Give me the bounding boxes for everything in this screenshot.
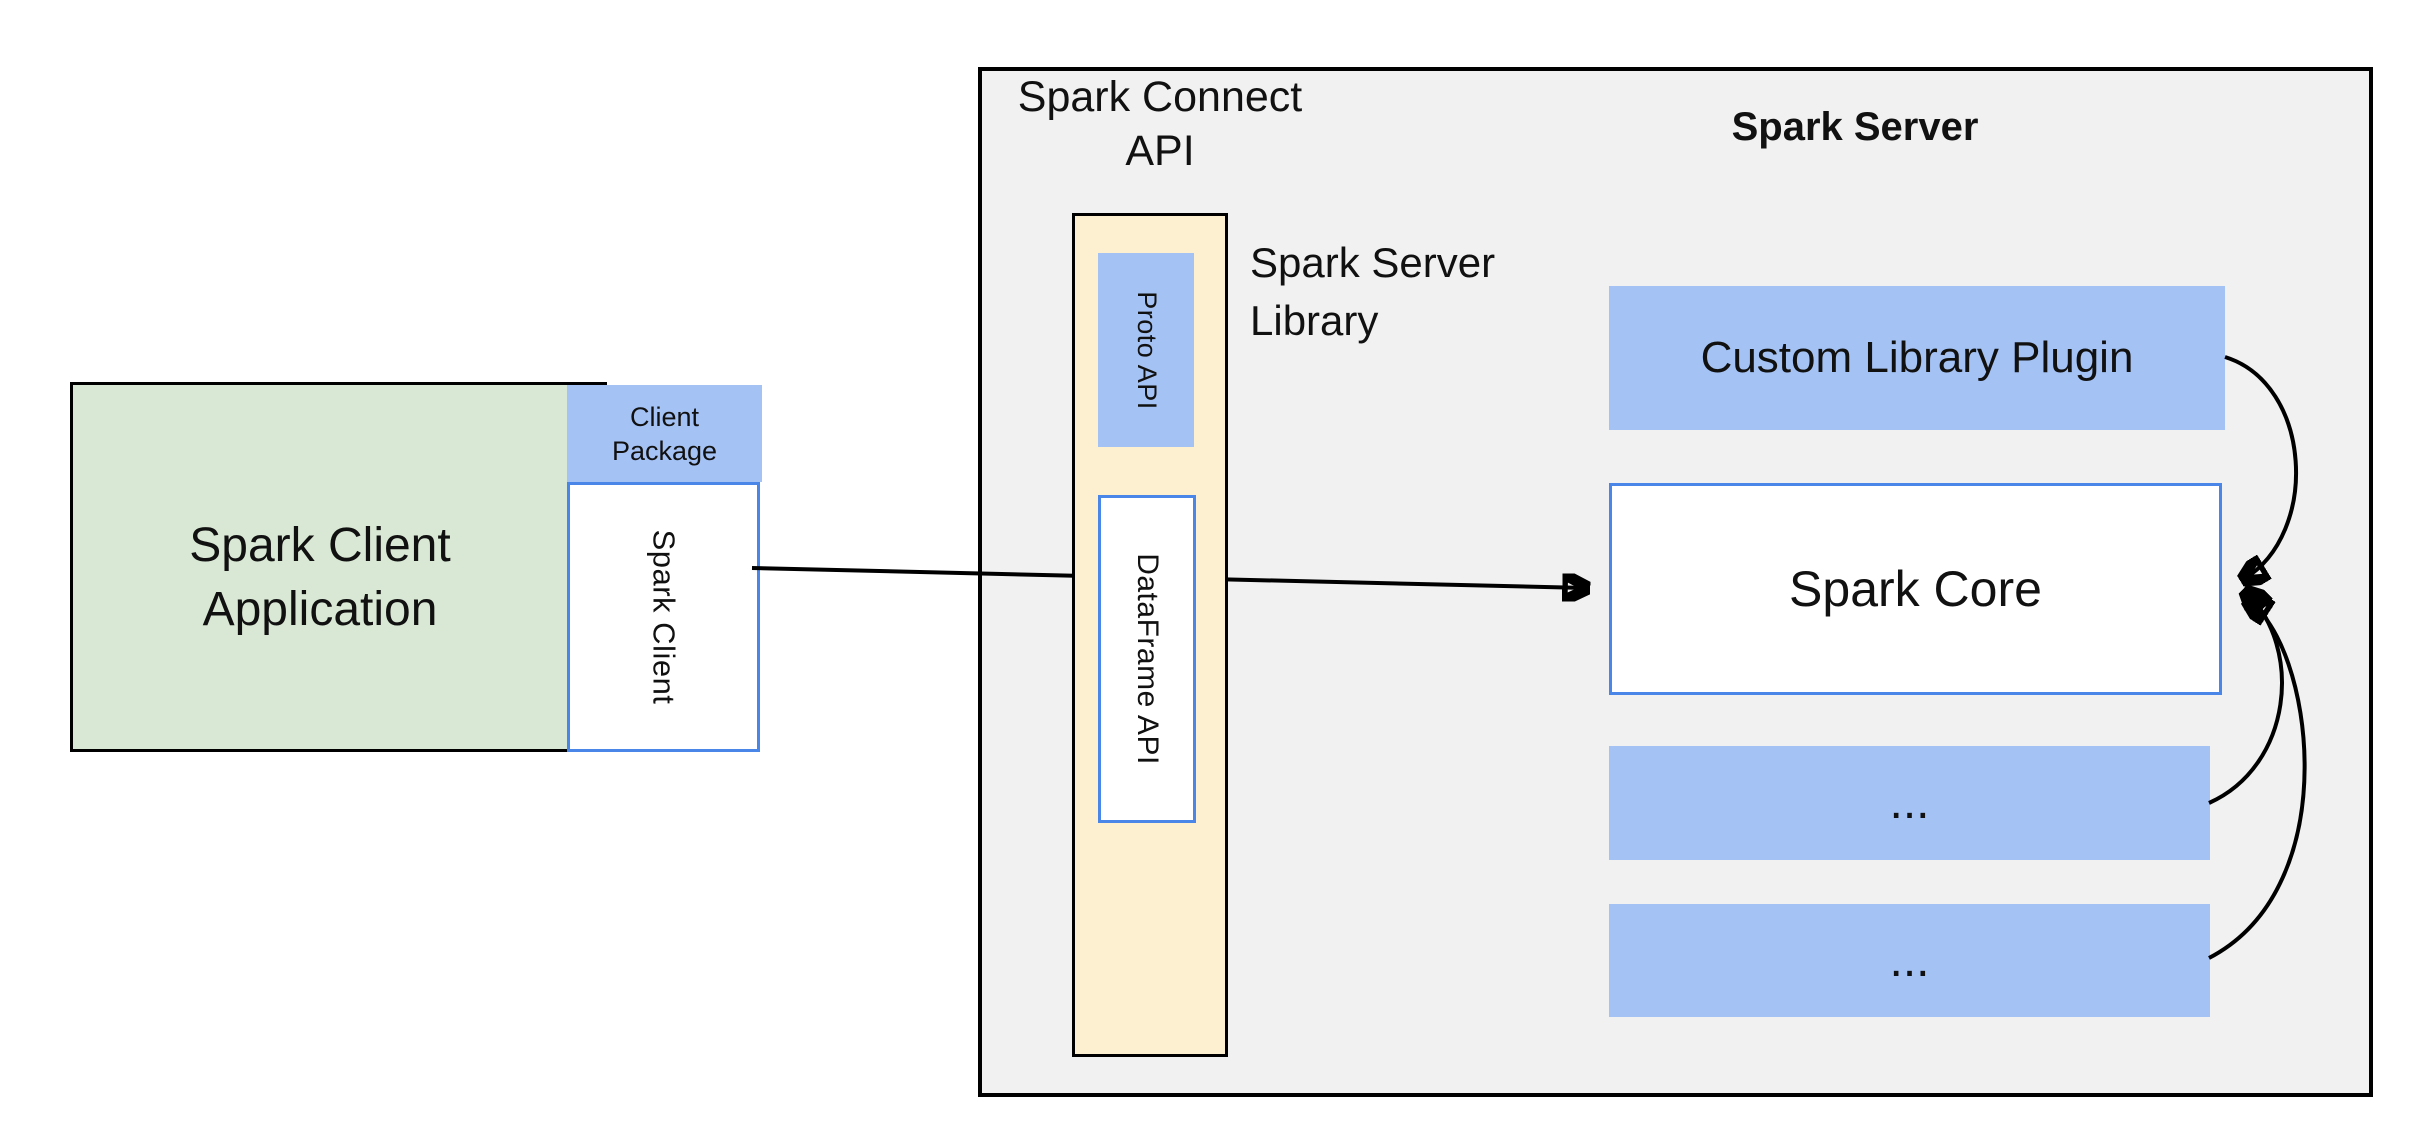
plugin-ellipsis-box-1: ... bbox=[1609, 746, 2210, 860]
custom-library-plugin-label: Custom Library Plugin bbox=[1700, 333, 2134, 382]
spark-server-title: Spark Server bbox=[1731, 105, 1979, 149]
spark-client-application-label: Spark Client Application bbox=[70, 514, 570, 642]
spark-connect-api-label-line1: Spark Connect bbox=[1017, 73, 1303, 121]
spark-connect-api-label-line2: API bbox=[1125, 127, 1195, 175]
client-package-label-line2: Package bbox=[611, 435, 718, 466]
spark-core-box: Spark Core bbox=[1609, 483, 2222, 695]
client-package-label-line1: Client bbox=[629, 401, 700, 432]
spark-connect-api-label: Spark Connect API bbox=[960, 70, 1360, 178]
spark-client-box: Spark Client bbox=[567, 482, 760, 752]
spark-server-library-label-line1: Spark Server bbox=[1250, 239, 1496, 286]
ellipsis-label-1: ... bbox=[1889, 776, 1930, 829]
proto-api-box: Proto API bbox=[1098, 253, 1194, 447]
dataframe-api-box: DataFrame API bbox=[1098, 495, 1196, 823]
spark-client-application-label-line1: Spark Client bbox=[189, 519, 451, 572]
dataframe-api-label: DataFrame API bbox=[1131, 553, 1165, 765]
spark-client-label: Spark Client bbox=[646, 529, 682, 705]
plugin-ellipsis-box-2: ... bbox=[1609, 904, 2210, 1017]
ellipsis-label-2: ... bbox=[1889, 933, 1930, 987]
spark-server-library-label-line2: Library bbox=[1250, 297, 1379, 344]
client-package-box: Client Package bbox=[567, 385, 762, 482]
spark-client-application-box bbox=[70, 382, 607, 752]
spark-core-label: Spark Core bbox=[1789, 561, 2042, 617]
spark-client-application-label-line2: Application bbox=[202, 583, 438, 636]
proto-api-label: Proto API bbox=[1131, 290, 1162, 410]
custom-library-plugin-box: Custom Library Plugin bbox=[1609, 286, 2225, 430]
spark-server-library-label: Spark Server Library bbox=[1250, 234, 1610, 350]
